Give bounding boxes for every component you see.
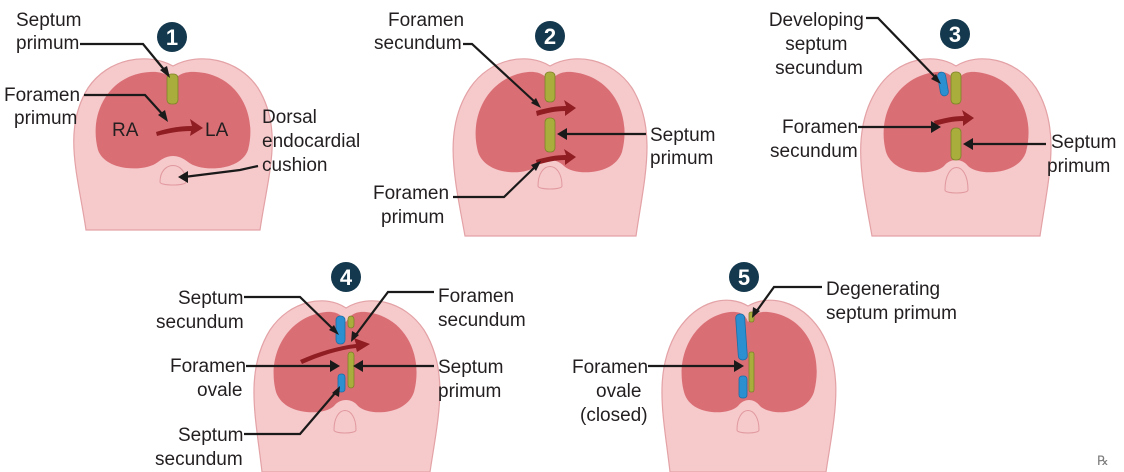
panel-number-4: 4 <box>340 265 353 290</box>
label-dorsal-endocardial-cushion: Dorsal endocardial cushion <box>262 107 366 176</box>
heart-diagram-2 <box>453 59 647 236</box>
label-foramen-secundum-3: Foramen secundum <box>770 117 863 162</box>
badge-2: 2 <box>535 21 565 51</box>
badge-3: 3 <box>940 19 970 49</box>
label-foramen-primum-1: Foramen primum <box>4 85 85 129</box>
label-foramen-ovale-closed: Foramen ovale (closed) <box>572 357 653 426</box>
label-septum-secundum-bottom: Septum secundum <box>155 425 249 470</box>
label-septum-secundum-top: Septum secundum <box>156 288 249 333</box>
label-septum-primum-2: Septum primum <box>650 125 721 169</box>
heart-diagram-3 <box>861 59 1051 236</box>
label-septum-primum-1: Septum primum <box>16 10 87 54</box>
panel-4: 4 Septum secundum Foramen secundum Foram… <box>155 262 526 472</box>
badge-5: 5 <box>729 262 759 292</box>
left-atrium-label: LA <box>205 120 229 141</box>
panel-5: 5 Degenerating septum primum Foramen ova… <box>572 262 957 472</box>
label-developing-septum-secundum: Developing septum secundum <box>769 10 869 79</box>
rx-logo: ℞ <box>1097 453 1109 468</box>
heart-diagram-4 <box>254 301 440 472</box>
label-septum-primum-3: Septum primum <box>1047 132 1122 177</box>
panel-number-2: 2 <box>544 24 556 49</box>
panel-number-1: 1 <box>166 25 178 50</box>
panel-3: 3 Developing septum secundum Foramen sec… <box>769 10 1122 236</box>
label-degenerating-septum-primum: Degenerating septum primum <box>826 279 957 324</box>
label-foramen-secundum-4: Foramen secundum <box>438 286 526 331</box>
panel-1: RA LA 1 Septum primum Foramen primum Dor… <box>4 10 366 230</box>
panel-2: 2 Foramen secundum Septum primum Foramen… <box>373 10 721 236</box>
label-foramen-primum-2: Foramen primum <box>373 183 454 228</box>
label-septum-primum-4: Septum primum <box>438 357 509 402</box>
heart-diagram-1 <box>74 59 272 230</box>
badge-1: 1 <box>157 22 187 52</box>
panel-number-3: 3 <box>949 22 961 47</box>
heart-diagram-5 <box>662 300 836 472</box>
panel-number-5: 5 <box>738 265 750 290</box>
label-foramen-secundum-2: Foramen secundum <box>374 10 469 54</box>
label-foramen-ovale-4: Foramen ovale <box>170 356 251 401</box>
badge-4: 4 <box>331 262 361 292</box>
right-atrium-label: RA <box>112 120 139 141</box>
